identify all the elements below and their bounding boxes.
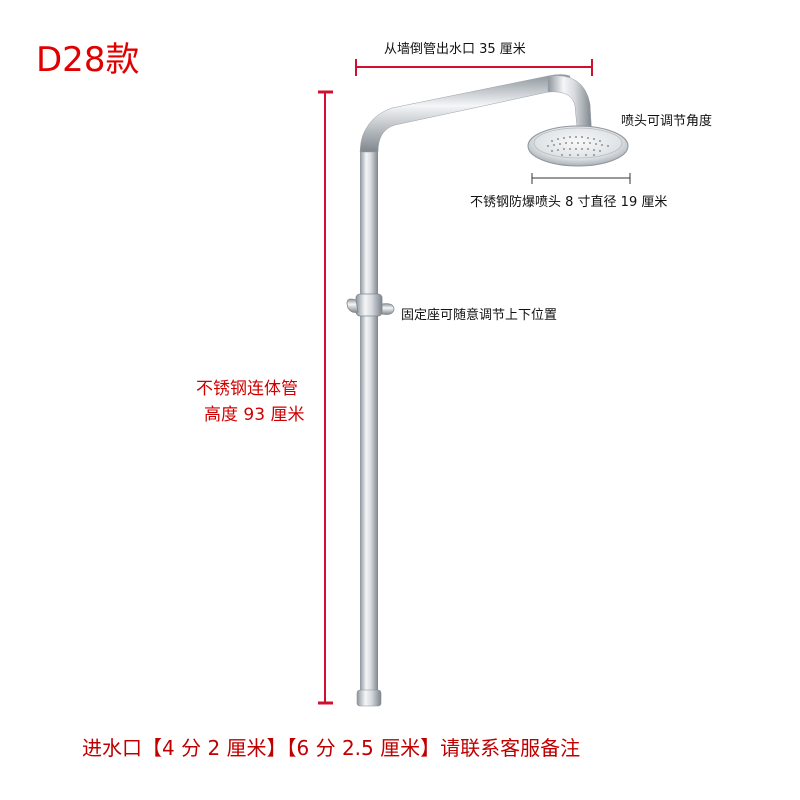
- head-diameter-dimension: [531, 173, 631, 184]
- head-spec-label: 不锈钢防爆喷头 8 寸直径 19 厘米: [470, 195, 668, 210]
- pipe-height-label: 高度 93 厘米: [204, 405, 305, 425]
- pipe-height-dimension: [318, 90, 333, 705]
- inlet-note: 进水口【4 分 2 厘米】【6 分 2.5 厘米】请联系客服备注: [82, 736, 581, 760]
- holder-label: 固定座可随意调节上下位置: [401, 308, 558, 323]
- head-adjust-label: 喷头可调节角度: [621, 114, 713, 129]
- shower-head: [527, 125, 629, 167]
- sliding-holder: [346, 293, 395, 317]
- riser-pipe: [356, 74, 593, 707]
- outlet-distance-dimension: [355, 59, 593, 76]
- product-title: D28款: [36, 40, 140, 80]
- outlet-distance-label: 从墙倒管出水口 35 厘米: [384, 42, 526, 57]
- pipe-material-label: 不锈钢连体管: [196, 379, 298, 399]
